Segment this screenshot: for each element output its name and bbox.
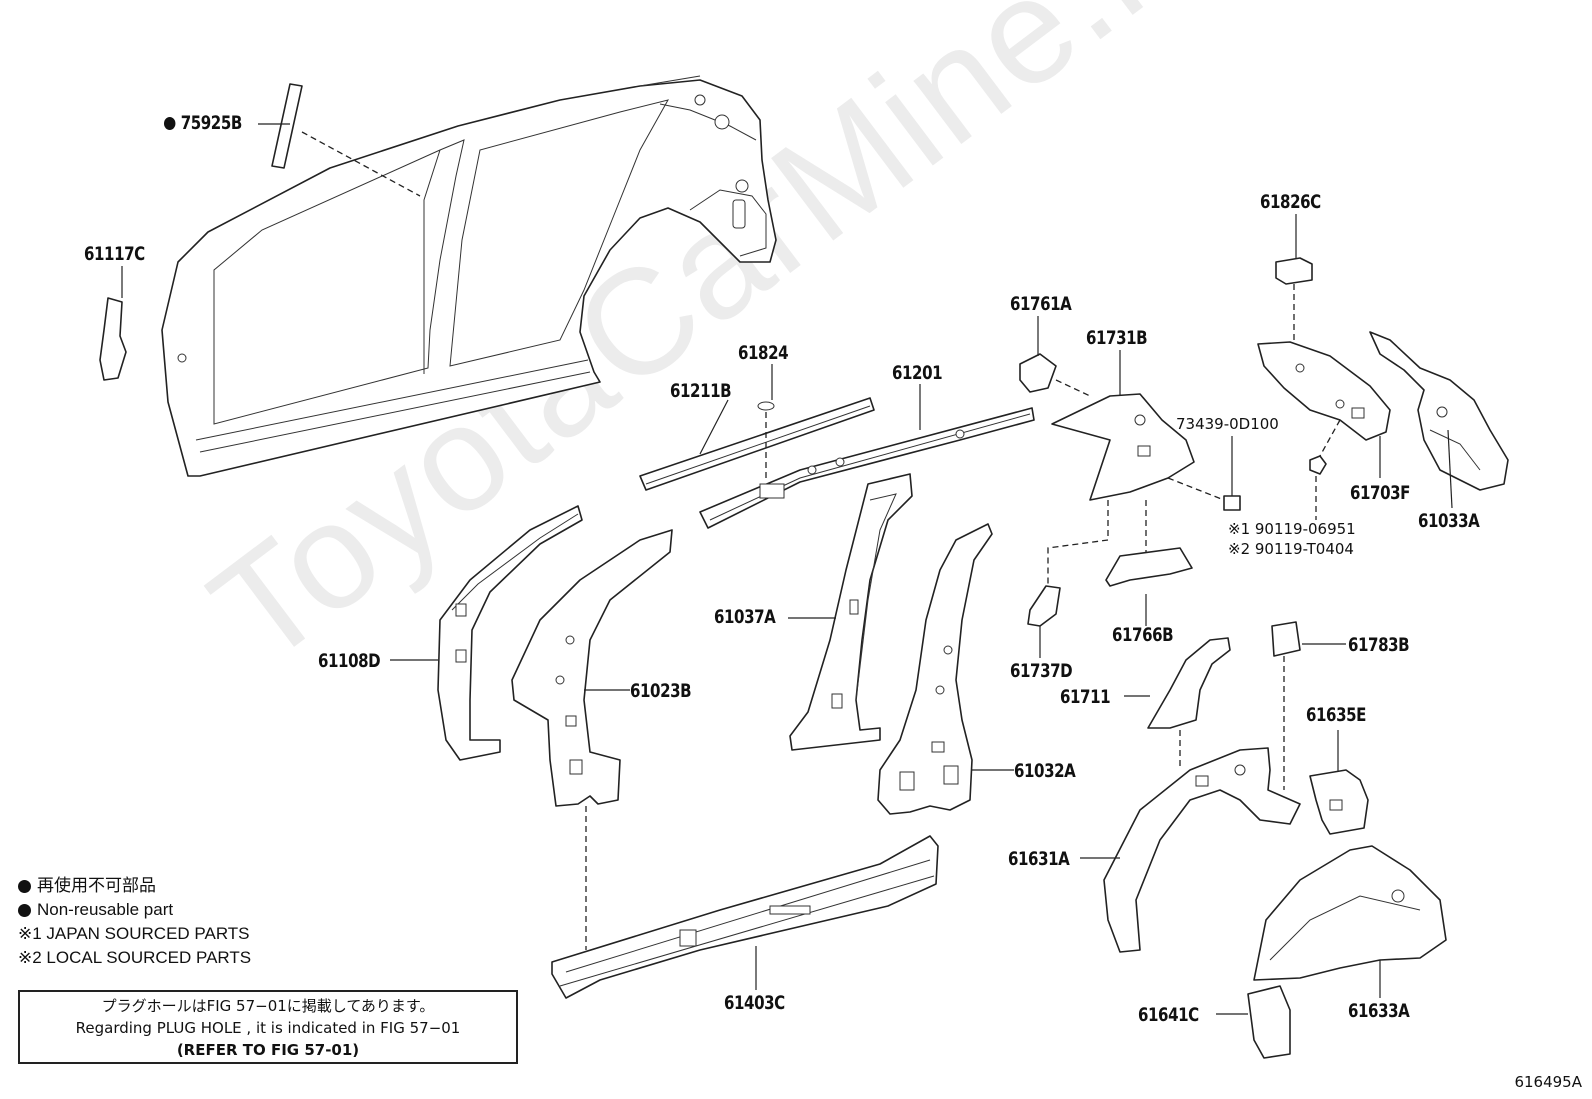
part-61641C	[1247, 985, 1291, 1059]
label-90119-japan: ※1 90119-06951	[1228, 520, 1356, 538]
legend: 再使用不可部品 Non-reusable part ※1 JAPAN SOURC…	[18, 874, 251, 970]
note-line-ref: (REFER TO FIG 57-01)	[176, 1041, 360, 1059]
label-90119-local: ※2 90119-T0404	[1228, 540, 1354, 558]
note-line-jp: プラグホールはFIG 57−01に掲載してあります。	[101, 997, 435, 1015]
non-reusable-dot-icon	[18, 880, 31, 894]
non-reusable-dot-icon	[18, 904, 31, 918]
label-61641C: 61641C	[1138, 1004, 1199, 1026]
label-61826C: 61826C	[1260, 191, 1321, 213]
label-61037A: 61037A	[714, 606, 776, 628]
part-61631A	[1103, 747, 1301, 953]
part-61032A	[877, 523, 993, 815]
label-73439: 73439-0D100	[1176, 415, 1279, 433]
label-61211B: 61211B	[670, 380, 732, 402]
part-61633A	[1253, 845, 1447, 981]
part-61824	[757, 401, 775, 411]
part-61711	[1147, 637, 1231, 729]
legend-note-local: ※2 LOCAL SOURCED PARTS	[18, 948, 252, 967]
label-61631A: 61631A	[1008, 848, 1070, 870]
label-61033A: 61033A	[1418, 510, 1480, 532]
legend-note-japan: ※1 JAPAN SOURCED PARTS	[18, 924, 250, 943]
label-61824: 61824	[738, 342, 789, 364]
part-61108D	[437, 505, 583, 761]
label-61032A: 61032A	[1014, 760, 1076, 782]
part-61731B	[1051, 393, 1195, 501]
non-reusable-dot-icon	[164, 117, 176, 130]
label-61737D: 61737D	[1010, 660, 1073, 682]
label-61703F: 61703F	[1350, 482, 1410, 504]
plug-hole-note: プラグホールはFIG 57−01に掲載してあります。 Regarding PLU…	[18, 990, 518, 1064]
label-61731B: 61731B	[1086, 327, 1148, 349]
part-61117C	[99, 297, 127, 381]
figure-id: 616495A	[1514, 1073, 1582, 1091]
note-line-en: Regarding PLUG HOLE , it is indicated in…	[75, 1019, 461, 1037]
label-61117C: 61117C	[84, 243, 145, 265]
part-61023B	[511, 529, 673, 807]
label-61783B: 61783B	[1348, 634, 1410, 656]
part-61783B	[1271, 621, 1301, 657]
label-61403C: 61403C	[724, 992, 785, 1014]
label-61711: 61711	[1060, 686, 1111, 708]
label-61023B: 61023B	[630, 680, 692, 702]
part-61826C	[1275, 257, 1313, 285]
label-61635E: 61635E	[1306, 704, 1366, 726]
part-61211B	[639, 397, 875, 491]
part-61766B	[1105, 547, 1193, 587]
label-61201: 61201	[892, 362, 943, 384]
part-61737D	[1027, 585, 1061, 627]
part-61761A	[1019, 353, 1057, 393]
legend-row-en: Non-reusable part	[18, 898, 251, 922]
label-61633A: 61633A	[1348, 1000, 1410, 1022]
legend-row-jp: 再使用不可部品	[18, 874, 251, 898]
label-61108D: 61108D	[318, 650, 381, 672]
label-61761A: 61761A	[1010, 293, 1072, 315]
label-75925B: 75925B	[164, 112, 242, 134]
part-75925B	[271, 83, 303, 169]
label-61766B: 61766B	[1112, 624, 1174, 646]
side-outer-panel	[161, 75, 777, 477]
